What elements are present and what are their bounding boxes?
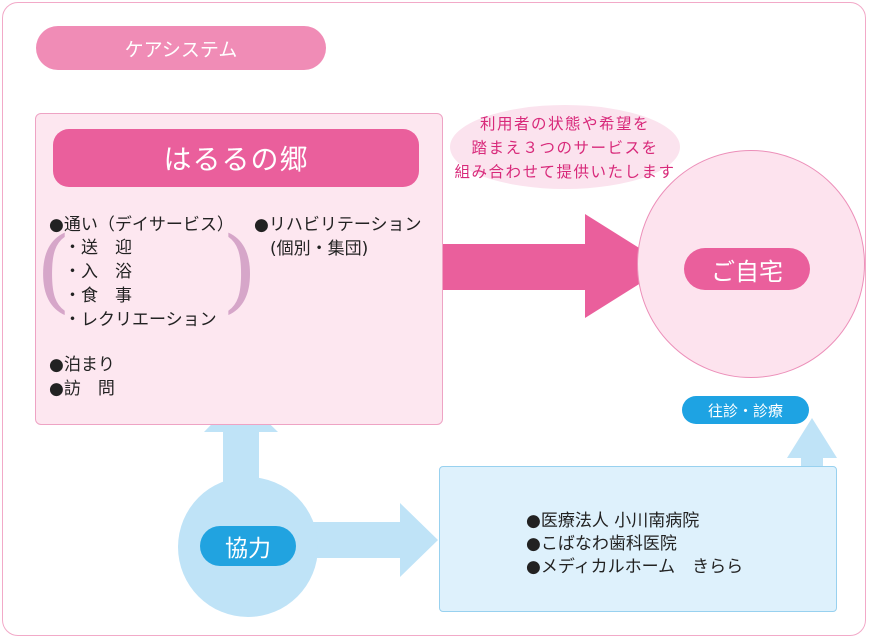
support-right-arrow	[300, 503, 438, 577]
note-line: 組み合わせて提供いたします	[454, 163, 676, 181]
note-line: 踏まえ３つのサービスを	[471, 139, 659, 157]
note-line: 利用者の状態や希望を	[479, 115, 650, 133]
rehab-label: ●リハビリテーション	[254, 215, 422, 235]
partner-item: ●医療法人 小川南病院	[526, 511, 700, 531]
day-item: ・入 浴	[64, 262, 132, 282]
day-item: ・送 迎	[64, 238, 132, 258]
note-cloud	[450, 105, 680, 189]
page-title: ケアシステム	[36, 26, 326, 70]
home-label: ご自宅	[684, 248, 810, 290]
stay-label: ●泊まり	[49, 355, 115, 375]
service-arrow	[443, 214, 668, 318]
facility-name: はるるの郷	[53, 129, 419, 187]
day-item: ・食 事	[64, 286, 132, 306]
visit-care-label: ●訪 問	[49, 379, 115, 399]
house-call-label: 往診・診療	[682, 396, 809, 424]
note-text: 利用者の状態や希望を 踏まえ３つのサービスを 組み合わせて提供いたします	[450, 112, 680, 184]
left-bracket: (	[36, 218, 72, 323]
partner-item: ●メディカルホーム きらら	[526, 557, 744, 577]
rehab-sub-label: (個別・集団)	[270, 239, 369, 259]
day-service-label: ●通い（デイサービス）	[49, 215, 234, 235]
right-bracket: )	[222, 218, 258, 323]
medical-partners-box	[439, 466, 837, 612]
day-item: ・レクリエーション	[64, 310, 217, 330]
partner-item: ●こばなわ歯科医院	[526, 534, 677, 554]
cooperation-label: 協力	[200, 526, 296, 566]
